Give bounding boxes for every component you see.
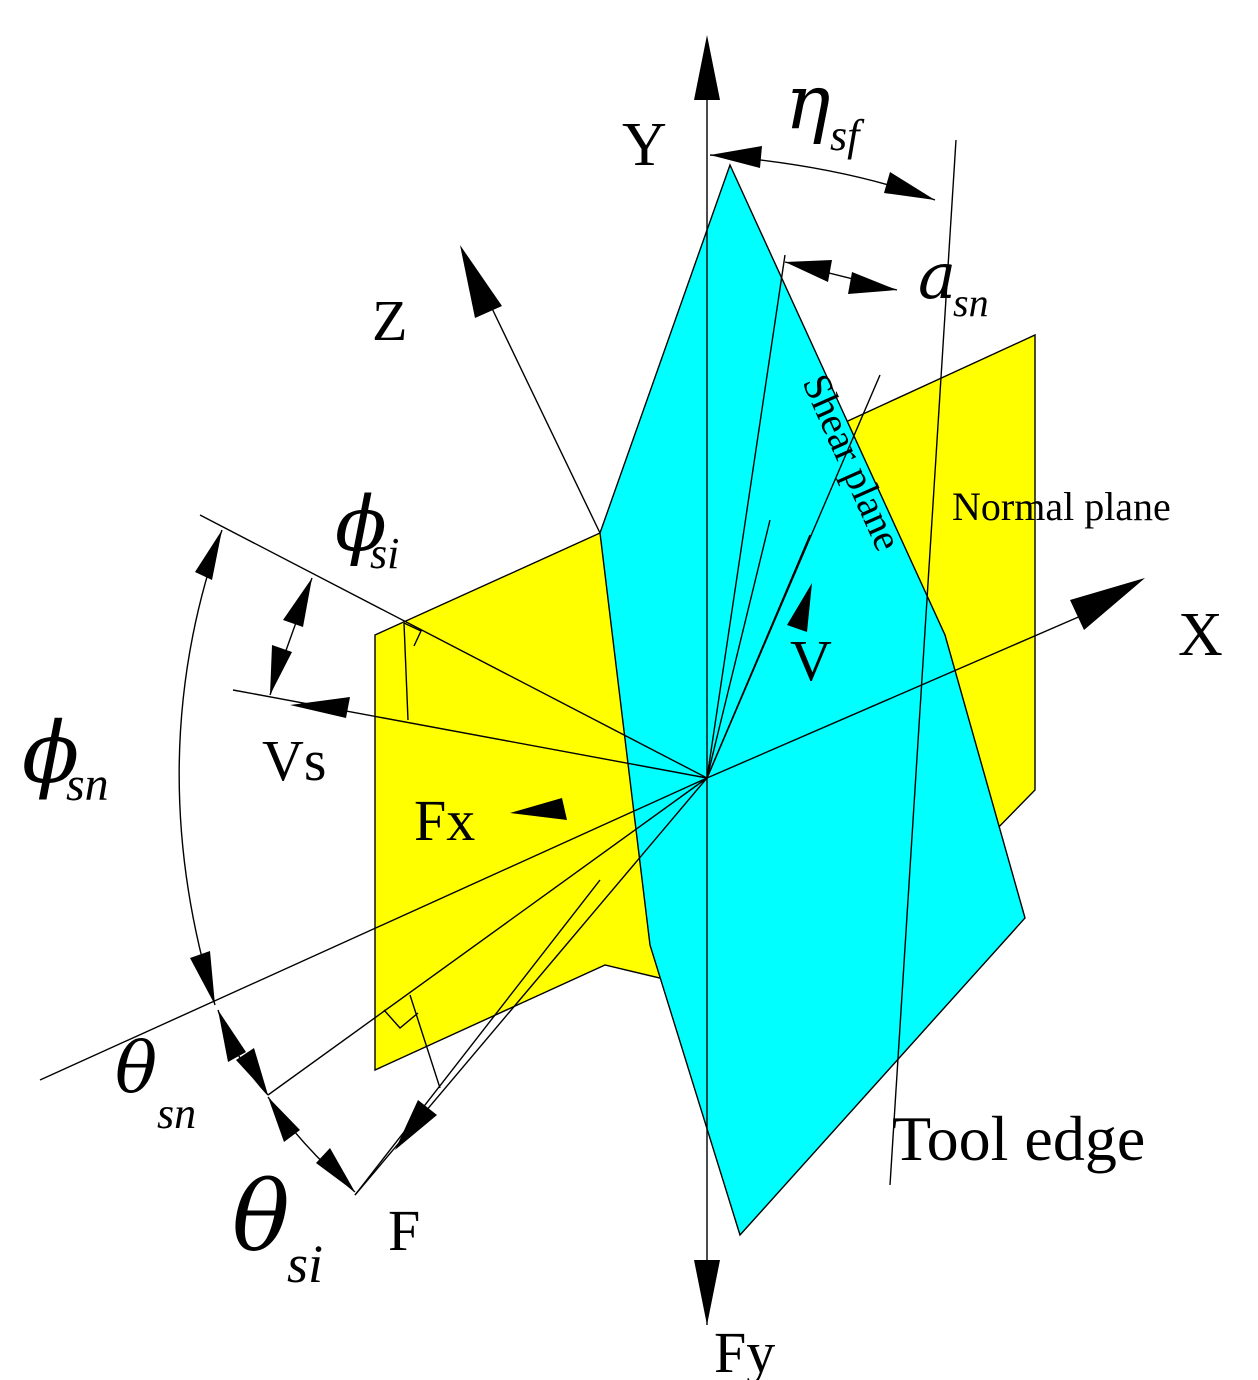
v-label: V [790,628,832,693]
phi-sn-arrow-top [195,530,222,580]
phi-si-arrow-bottom [270,645,292,695]
theta-sn-label: θ sn [115,1027,196,1138]
eta-sf-arrow-right [884,172,935,200]
shear-fan-lines [706,254,881,779]
vs-arrowhead [290,697,350,718]
phi-sn-arc [178,529,223,1006]
phi-si-label: ϕ si [335,479,399,578]
v-arrowhead [787,583,812,632]
z-axis [486,297,601,534]
f-line [354,879,601,1196]
theta-sn-arrow-top [218,1010,246,1062]
alpha-sn-label: a sn [918,240,989,325]
phi-sn-label: ϕ sn [22,704,109,811]
normal-plane-label: Normal plane [952,484,1171,529]
fx-arrowhead [510,798,567,820]
alpha-sn-arrow-right [848,272,897,294]
fy-label: Fy [714,1320,775,1380]
phi-si-arrow-top [283,578,312,627]
theta-si-arrow-top [268,1097,300,1142]
y-axis-label: Y [622,111,667,179]
phi-sn-arrow-bottom [190,951,215,1005]
y-arrowhead [694,35,720,100]
tool-edge-line [889,139,957,1186]
shear-plane [599,163,1026,1237]
eta-sf-arrow-left [710,146,762,168]
perpendicular-line-top [403,622,409,721]
right-angle-marker-bottom [383,1009,419,1029]
right-angle-marker-top [403,622,422,647]
z-axis-label: Z [372,288,407,353]
z-arrowhead [460,245,502,318]
x-axis-label: X [1178,601,1223,669]
vs-label: Vs [262,728,326,793]
fy-arrowhead [694,1260,720,1325]
f-arrowhead [395,1100,437,1150]
eta-sf-label: η sf [785,57,865,160]
theta-si-label: θ si [232,1161,323,1294]
fx-label: Fx [414,788,475,853]
theta-si-arrow-bottom [316,1148,355,1192]
f-label: F [388,1198,420,1263]
alpha-sn-arrow-left [785,260,832,282]
theta-sn-arrow-bottom [236,1048,268,1095]
tool-edge-label: Tool edge [892,1103,1145,1174]
perpendicular-line-bottom [409,994,441,1089]
x-axis [706,611,1091,779]
x-arrowhead [1070,578,1145,630]
